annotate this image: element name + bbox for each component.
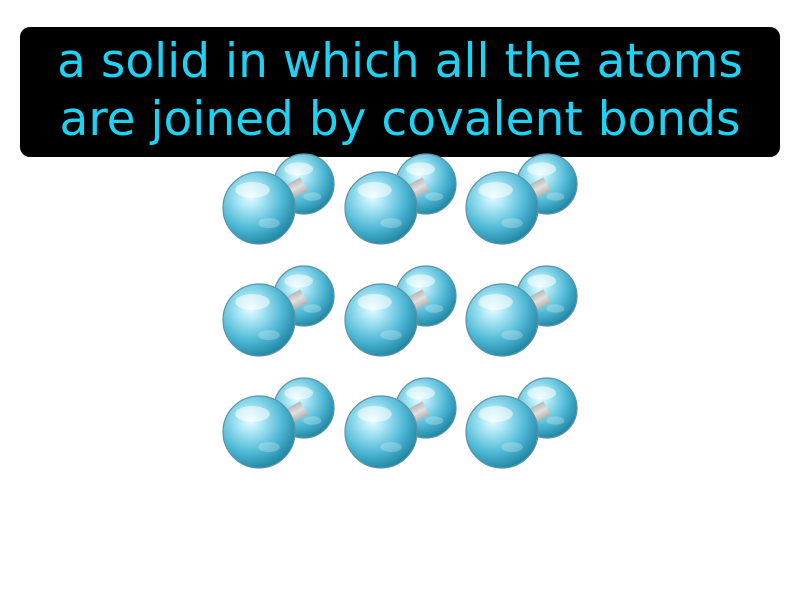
atom-sphere-icon xyxy=(222,283,296,357)
front-layer-atoms xyxy=(222,171,539,469)
atom-sphere-icon xyxy=(344,171,418,245)
atom-sphere-icon xyxy=(344,395,418,469)
atom-sphere-icon xyxy=(465,171,539,245)
definition-caption: a solid in which all the atoms are joine… xyxy=(20,27,780,157)
atom-sphere-icon xyxy=(222,395,296,469)
atom-sphere-icon xyxy=(222,171,296,245)
atom-sphere-icon xyxy=(344,283,418,357)
atom-sphere-icon xyxy=(465,283,539,357)
caption-line-2: are joined by covalent bonds xyxy=(59,92,741,147)
atom-sphere-icon xyxy=(465,395,539,469)
caption-line-1: a solid in which all the atoms xyxy=(57,34,743,89)
